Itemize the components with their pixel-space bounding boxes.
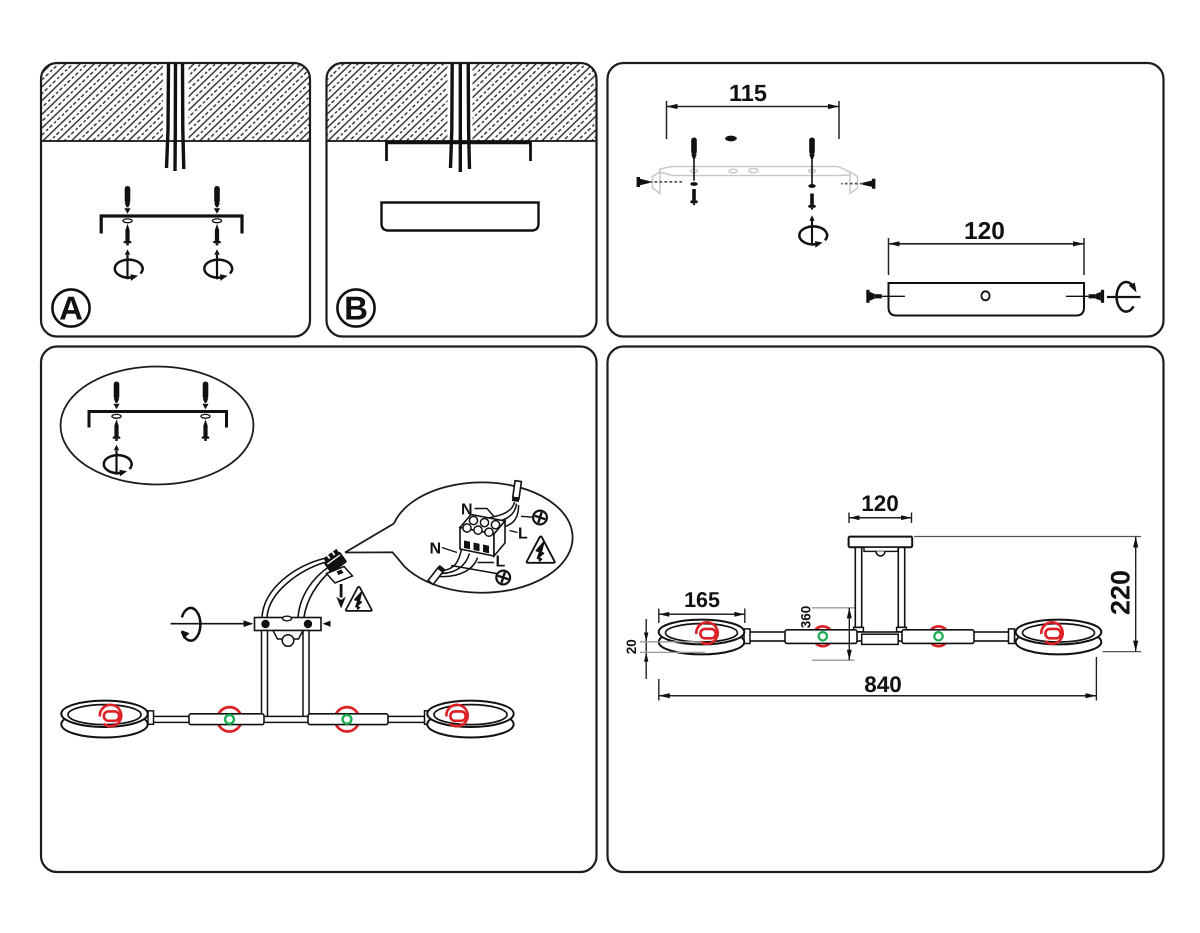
- svg-text:115: 115: [729, 80, 767, 106]
- svg-text:840: 840: [864, 672, 902, 697]
- svg-text:20: 20: [624, 639, 639, 654]
- svg-text:165: 165: [684, 588, 720, 612]
- svg-text:120: 120: [861, 491, 899, 516]
- svg-text:120: 120: [964, 218, 1005, 245]
- svg-text:B: B: [344, 289, 368, 326]
- svg-text:220: 220: [1106, 570, 1136, 615]
- svg-text:N: N: [461, 502, 473, 519]
- svg-text:A: A: [59, 289, 83, 326]
- svg-text:L: L: [495, 554, 505, 571]
- svg-text:360: 360: [799, 606, 814, 629]
- svg-text:N: N: [429, 541, 441, 558]
- svg-text:L: L: [518, 526, 528, 543]
